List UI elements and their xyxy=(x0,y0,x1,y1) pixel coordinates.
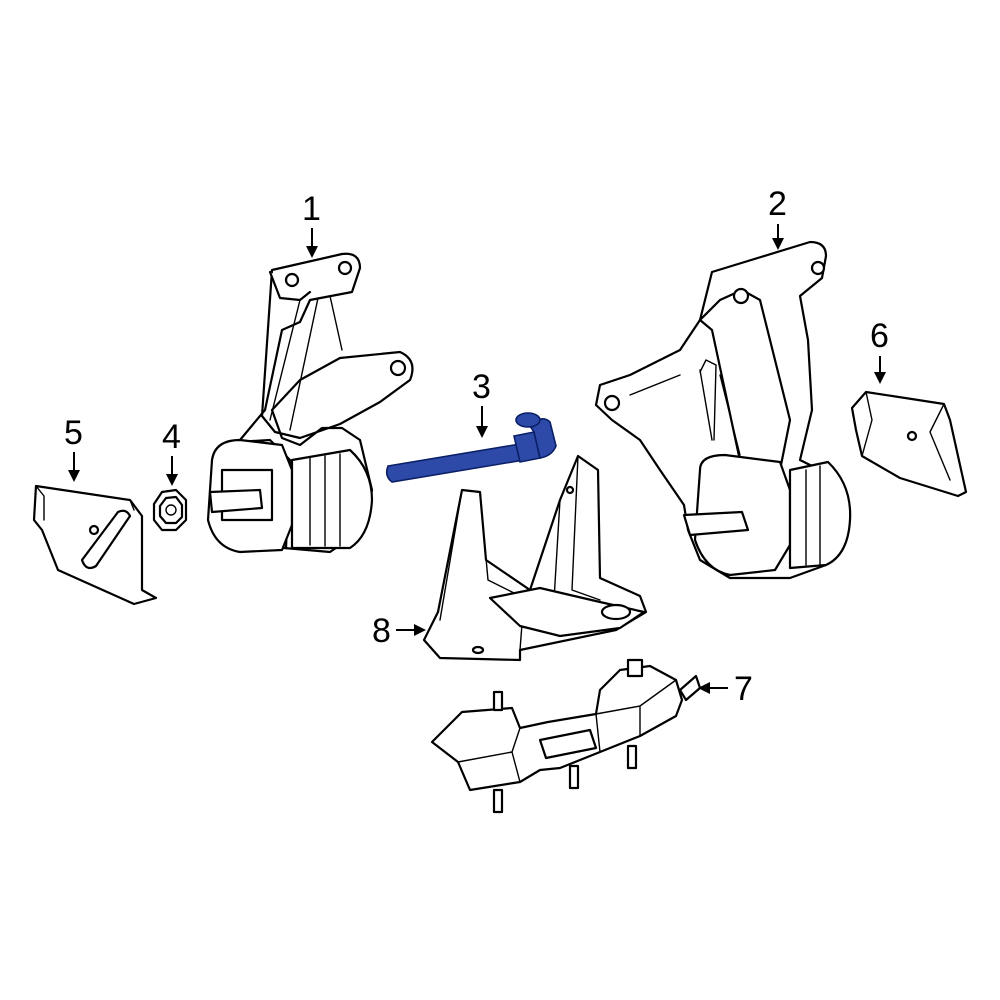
part-6-bracket-right[interactable] xyxy=(850,390,968,498)
part-5-bracket-left[interactable] xyxy=(32,484,158,606)
callout-label-6: 6 xyxy=(870,317,889,355)
callout-label-4: 4 xyxy=(162,418,181,456)
callout-label-2: 2 xyxy=(768,185,787,223)
callout-label-8: 8 xyxy=(372,612,391,650)
part-1-engine-mount-left[interactable] xyxy=(206,252,414,554)
callout-5: 5 xyxy=(64,414,83,482)
callout-label-5: 5 xyxy=(64,414,83,452)
part-7-transmission-mount[interactable] xyxy=(430,658,702,814)
callout-3-arrow xyxy=(476,406,488,438)
part-4-nut[interactable] xyxy=(152,488,188,532)
callout-1: 1 xyxy=(302,190,321,258)
part-2-engine-mount-right[interactable] xyxy=(594,240,852,580)
callout-7-arrow xyxy=(698,682,728,694)
callout-5-arrow xyxy=(68,452,80,482)
callout-4: 4 xyxy=(162,418,181,486)
callout-2-arrow xyxy=(772,224,784,250)
callout-8: 8 xyxy=(372,612,426,650)
callout-6-arrow xyxy=(874,356,886,384)
callout-label-3: 3 xyxy=(472,368,491,406)
part-3-bolt[interactable] xyxy=(385,412,557,483)
callout-label-7: 7 xyxy=(734,670,753,708)
callout-4-arrow xyxy=(166,456,178,486)
callout-6: 6 xyxy=(870,317,889,384)
callout-label-1: 1 xyxy=(302,190,321,228)
callout-1-arrow xyxy=(306,228,318,258)
callout-3: 3 xyxy=(472,368,491,438)
callout-2: 2 xyxy=(768,185,787,250)
callout-8-arrow xyxy=(396,624,426,636)
callout-7: 7 xyxy=(698,670,753,708)
part-8-mount-bracket[interactable] xyxy=(422,454,648,662)
